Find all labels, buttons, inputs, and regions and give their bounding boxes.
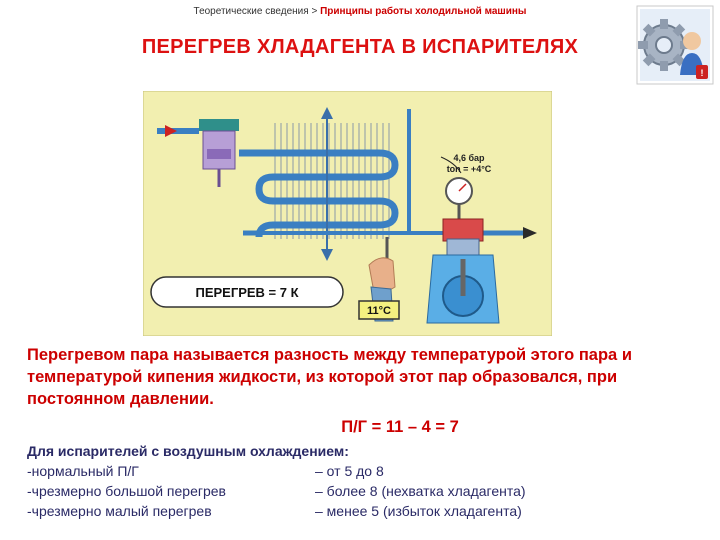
thermometer-reading: 11°C bbox=[367, 305, 391, 317]
list-header: Для испарителей с воздушным охлаждением: bbox=[27, 443, 349, 459]
list-item: -нормальный П/Г – от 5 до 8 bbox=[27, 461, 707, 481]
list-item: -чрезмерно большой перегрев – более 8 (н… bbox=[27, 481, 707, 501]
thermometer-icon: 11°C bbox=[358, 237, 400, 322]
formula: П/Г = 11 – 4 = 7 bbox=[341, 418, 459, 436]
definition-text: Перегревом пара называется разность межд… bbox=[27, 346, 632, 408]
svg-text:!: ! bbox=[701, 68, 704, 78]
list-item-value: – более 8 (нехватка хладагента) bbox=[315, 483, 526, 499]
evaporation-temp-label: ton = +4°C bbox=[447, 164, 492, 174]
superheat-label-box: ПЕРЕГРЕВ = 7 К bbox=[150, 276, 344, 308]
list-item: -чрезмерно малый перегрев – менее 5 (изб… bbox=[27, 501, 707, 521]
gear-logo-icon[interactable]: ! bbox=[636, 5, 714, 85]
list-item-label: -чрезмерно малый перегрев bbox=[27, 503, 212, 519]
list-item-label: -нормальный П/Г bbox=[27, 463, 139, 479]
superheat-diagram: 4,6 бар ton = +4°C 11°C ПЕРЕГРЕВ = 7 bbox=[142, 90, 553, 337]
expansion-valve-icon bbox=[157, 119, 239, 187]
breadcrumb-prefix: Теоретические сведения > bbox=[193, 6, 318, 17]
superheat-ranges: Для испарителей с воздушным охлаждением:… bbox=[27, 441, 707, 521]
pressure-label: 4,6 бар bbox=[453, 153, 485, 163]
page-title: ПЕРЕГРЕВ ХЛАДАГЕНТА В ИСПАРИТЕЛЯХ bbox=[141, 36, 579, 58]
list-item-value: – от 5 до 8 bbox=[315, 463, 384, 479]
compressor-icon bbox=[426, 218, 500, 324]
list-item-value: – менее 5 (избыток хладагента) bbox=[315, 503, 522, 519]
breadcrumb-current[interactable]: Принципы работы холодильной машины bbox=[320, 6, 527, 17]
evaporator-coil bbox=[239, 107, 399, 261]
list-item-label: -чрезмерно большой перегрев bbox=[27, 483, 226, 499]
breadcrumb: Теоретические сведения > Принципы работы… bbox=[0, 6, 720, 17]
superheat-label: ПЕРЕГРЕВ = 7 К bbox=[195, 285, 298, 300]
